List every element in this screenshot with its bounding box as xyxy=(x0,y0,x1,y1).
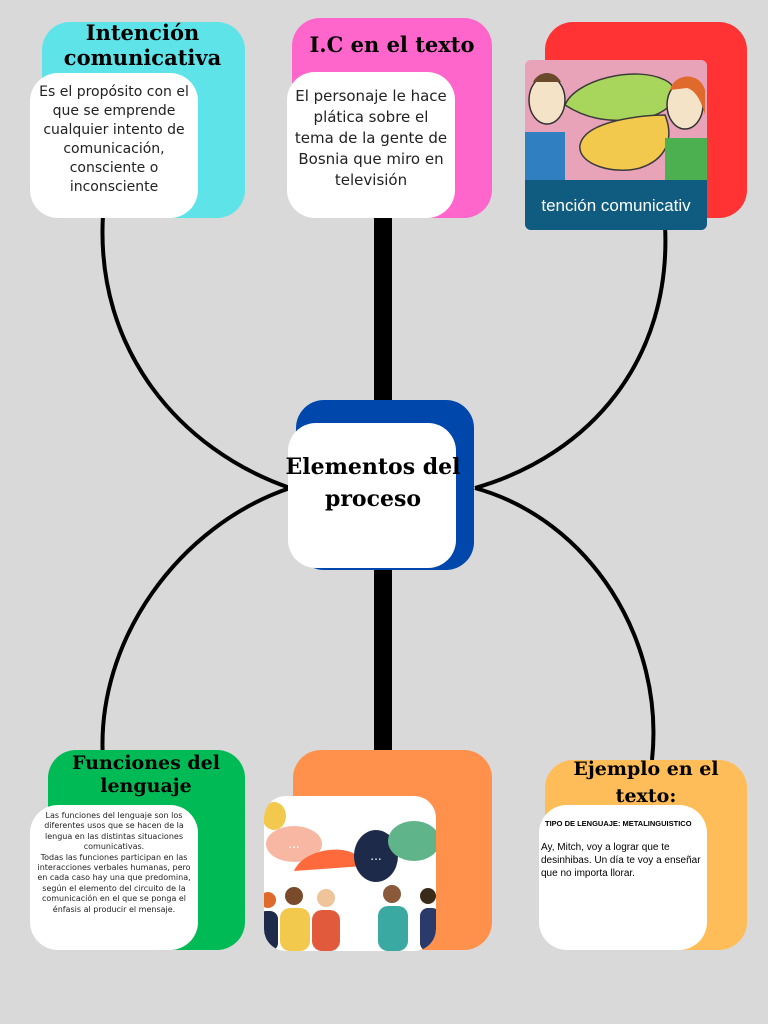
center-title: Elementos del proceso xyxy=(285,454,461,512)
person-1 xyxy=(280,887,310,951)
people-card: ... ... xyxy=(264,796,436,951)
funciones-body-p2: Todas las funciones participan en las in… xyxy=(37,852,191,914)
bubble-orange xyxy=(294,849,364,871)
person-5 xyxy=(264,892,278,951)
connector-top-right-arc xyxy=(474,224,668,490)
connector-bottom-left-arc xyxy=(100,486,291,761)
speech-bubble-yellow xyxy=(579,114,670,171)
people-illustration: ... ... xyxy=(264,802,436,951)
right-person-body xyxy=(665,138,707,180)
funciones-card: Las funciones del lenguaje son los difer… xyxy=(30,805,198,950)
bubble-1-text: ... xyxy=(288,837,299,851)
center-card xyxy=(288,423,456,568)
person-3 xyxy=(378,885,408,951)
funciones-body-p1: Las funciones del lenguaje son los difer… xyxy=(44,811,184,852)
conversation-illustration: tención comunicativ xyxy=(525,60,707,230)
connector-top-left-arc xyxy=(100,214,291,490)
person-4 xyxy=(420,888,436,951)
left-person-head xyxy=(528,75,566,125)
ic-texto-card: El personaje le hace plática sobre el te… xyxy=(287,72,455,218)
image-banner-text: tención comunicativ xyxy=(541,196,691,215)
ejemplo-card: TIPO DE LENGUAJE: METALINGUISTICO Ay, Mi… xyxy=(539,805,707,950)
right-person-hair xyxy=(670,76,705,115)
bubble-yellow xyxy=(264,802,286,830)
bubble-green xyxy=(388,821,436,861)
person-2 xyxy=(312,889,340,951)
ic-texto-body: El personaje le hace plática sobre el te… xyxy=(294,87,448,189)
ejemplo-body: Ay, Mitch, voy a lograr que te desinhiba… xyxy=(541,842,701,879)
ejemplo-title: Ejemplo en el texto: xyxy=(573,758,719,807)
intencion-title: Intención comunicativa xyxy=(63,20,222,71)
connector-bottom-right-arc xyxy=(474,486,656,761)
ejemplo-label: TIPO DE LENGUAJE: METALINGUISTICO xyxy=(545,819,692,828)
left-person-hair xyxy=(533,73,561,82)
funciones-title: Funciones del lenguaje xyxy=(71,752,221,797)
conversation-image xyxy=(525,60,707,180)
intencion-body: Es el propósito con el que se emprende c… xyxy=(39,84,189,196)
bubble-pink xyxy=(266,826,322,862)
bubble-2-text: ... xyxy=(370,849,381,863)
ic-texto-title: I.C en el texto xyxy=(309,32,475,57)
bubble-navy xyxy=(354,830,398,882)
image-banner: tención comunicativ xyxy=(525,180,707,230)
intencion-card: Es el propósito con el que se emprende c… xyxy=(30,73,198,218)
left-person-body xyxy=(525,132,565,180)
